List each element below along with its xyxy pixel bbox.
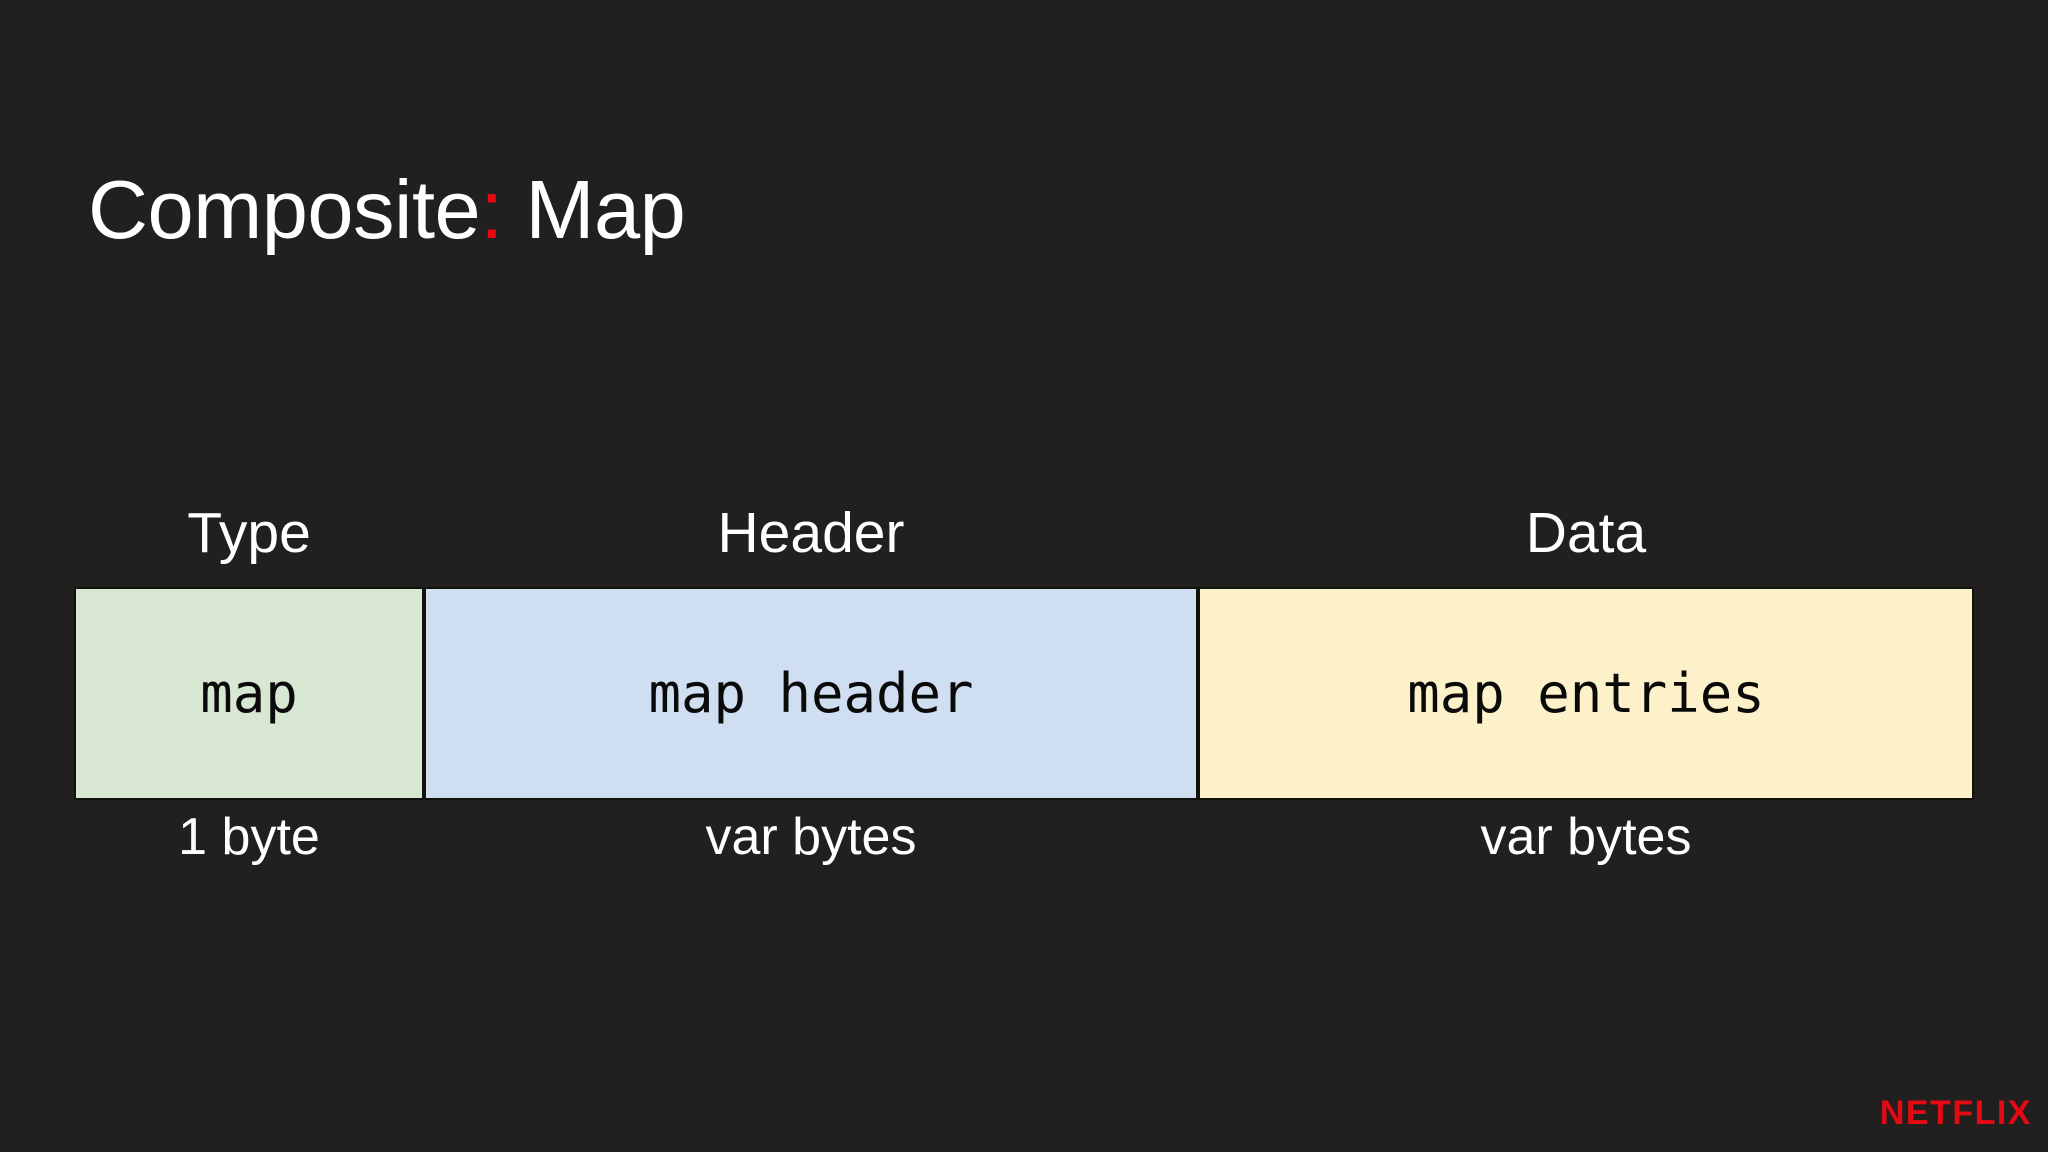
segment-size-type: 1 byte: [178, 808, 320, 866]
segment-header-row: Type Header Data: [74, 465, 1974, 570]
segment-header-type: Type: [187, 501, 311, 565]
byte-layout-diagram: Type Header Data map map header map entr…: [74, 465, 1974, 885]
page-title: Composite: Map: [88, 168, 686, 251]
segment-size-row: 1 byte var bytes var bytes: [74, 810, 1974, 880]
segment-size-header: var bytes: [705, 808, 917, 866]
page-title-subject: Map: [525, 162, 686, 256]
segment-box-header: map header: [424, 587, 1198, 800]
segment-box-type: map: [74, 587, 424, 800]
netflix-logo: NETFLIX: [1879, 1094, 2032, 1132]
segment-box-data: map entries: [1198, 587, 1974, 800]
page-title-main: Composite: [88, 162, 481, 256]
segment-header-data: Data: [1525, 501, 1647, 565]
segment-box-row: map map header map entries: [74, 587, 1974, 800]
page-title-separator: :: [480, 162, 503, 256]
segment-header-header: Header: [717, 501, 905, 565]
segment-size-data: var bytes: [1480, 808, 1692, 866]
